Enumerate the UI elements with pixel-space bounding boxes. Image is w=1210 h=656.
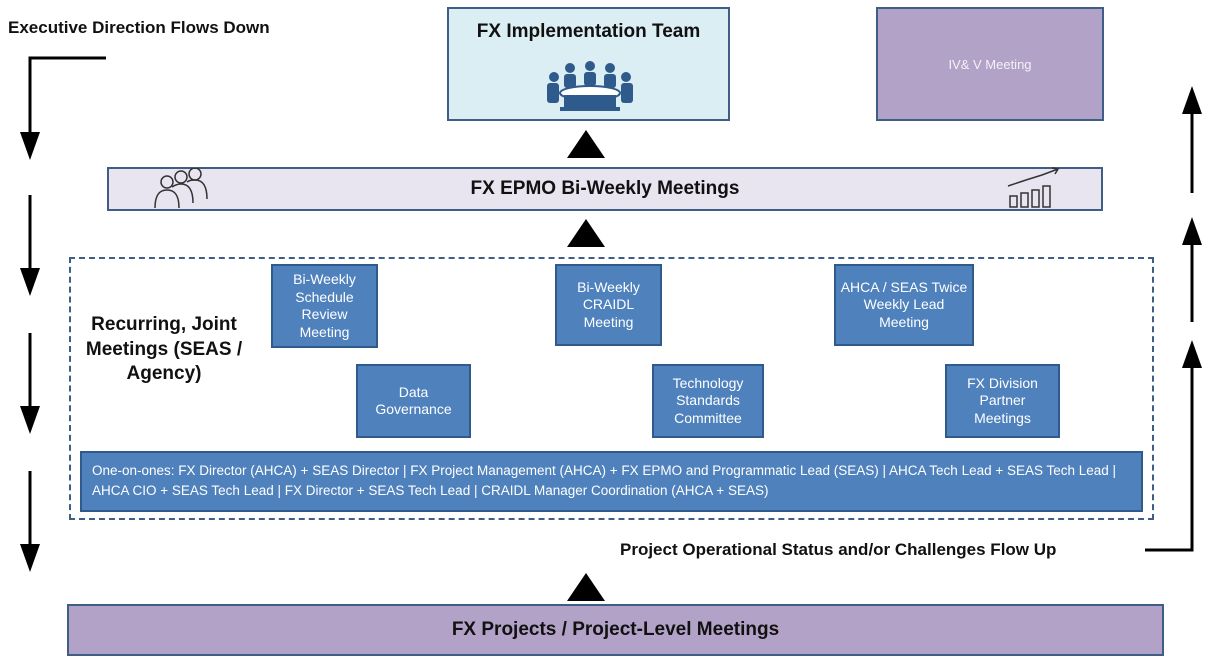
ivv-meeting-box: IV& V Meeting	[876, 7, 1104, 121]
lead-meeting-box: AHCA / SEAS Twice Weekly Lead Meeting	[834, 264, 974, 346]
growth-chart-icon	[1007, 167, 1060, 208]
arrow-up-icon	[567, 130, 605, 158]
recurring-meetings-area	[69, 257, 1154, 520]
arrow-down-icon	[20, 333, 40, 434]
technology-standards-box: Technology Standards Committee	[652, 364, 764, 438]
arrow-up-icon	[567, 219, 605, 247]
epmo-meetings-title: FX EPMO Bi-Weekly Meetings	[470, 178, 740, 199]
arrow-up-icon	[567, 573, 605, 601]
implementation-team-title: FX Implementation Team	[476, 21, 701, 42]
arrow-down-icon	[20, 471, 40, 572]
one-on-ones-bar: One-on-ones: FX Director (AHCA) + SEAS D…	[80, 451, 1143, 512]
arrow-up-icon	[1182, 86, 1202, 193]
schedule-review-meeting-box: Bi-Weekly Schedule Review Meeting	[271, 264, 378, 348]
implementation-team-box: FX Implementation Team	[447, 7, 730, 121]
meeting-table-icon	[547, 61, 633, 111]
recurring-meetings-label: Recurring, Joint Meetings (SEAS / Agency…	[85, 314, 243, 385]
executive-direction-label: Executive Direction Flows Down	[8, 18, 270, 37]
epmo-meetings-bar: FX EPMO Bi-Weekly Meetings	[107, 167, 1103, 211]
data-governance-box: Data Governance	[356, 364, 471, 438]
projects-bar: FX Projects / Project-Level Meetings	[67, 604, 1164, 656]
projects-title: FX Projects / Project-Level Meetings	[451, 619, 780, 640]
arrow-up-icon	[1182, 217, 1202, 322]
division-partner-meetings-box: FX Division Partner Meetings	[945, 364, 1060, 438]
status-flow-up-label: Project Operational Status and/or Challe…	[620, 540, 1057, 559]
craidl-meeting-box: Bi-Weekly CRAIDL Meeting	[555, 264, 662, 346]
arrow-down-icon	[20, 56, 106, 160]
arrow-down-icon	[20, 195, 40, 296]
arrow-up-icon	[1145, 340, 1202, 552]
people-group-icon	[154, 168, 208, 209]
